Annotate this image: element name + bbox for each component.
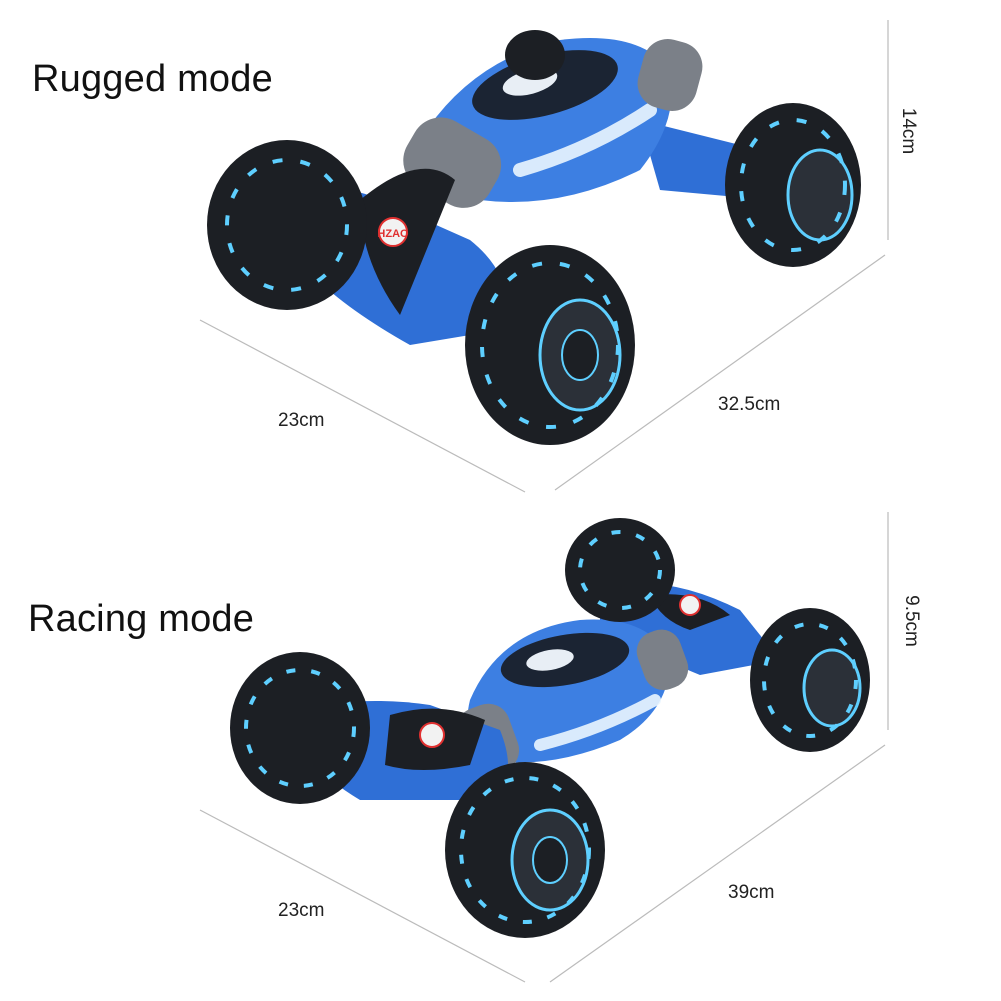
- length-dimension-line: [549, 744, 886, 983]
- rugged-length-label: 32.5cm: [718, 394, 781, 415]
- rugged-mode-title: Rugged mode: [32, 58, 273, 100]
- rugged-wheel-top: [505, 30, 565, 80]
- racing-width-label: 23cm: [278, 900, 325, 921]
- racing-car-illustration: [199, 512, 889, 983]
- width-dimension-line: [199, 319, 526, 493]
- racing-length-label: 39cm: [728, 882, 775, 903]
- racing-height-label: 9.5cm: [900, 595, 922, 647]
- racing-wheel-rear-right: [750, 608, 870, 752]
- rugged-car-body: HZAO: [300, 38, 770, 345]
- rugged-height-label: 14cm: [898, 107, 920, 155]
- rugged-width-label: 23cm: [278, 410, 325, 431]
- racing-mode-panel: Racing mode: [0, 500, 1001, 1000]
- racing-wheel-rear-left: [565, 518, 675, 622]
- rugged-car-illustration: HZAO: [199, 20, 889, 493]
- racing-mode-title: Racing mode: [28, 598, 255, 640]
- rugged-mode-panel: Rugged mode HZAO: [0, 0, 1001, 500]
- rugged-wheel-rear-right: [725, 103, 861, 267]
- racing-wheel-front-right: [445, 762, 605, 938]
- racing-wheel-front-left: [230, 652, 370, 804]
- rugged-wheel-rear-left: [207, 140, 367, 310]
- car-logo: HZAO: [377, 228, 409, 240]
- width-dimension-line: [199, 809, 526, 983]
- rugged-wheel-front: [465, 245, 635, 445]
- length-dimension-line: [554, 254, 886, 491]
